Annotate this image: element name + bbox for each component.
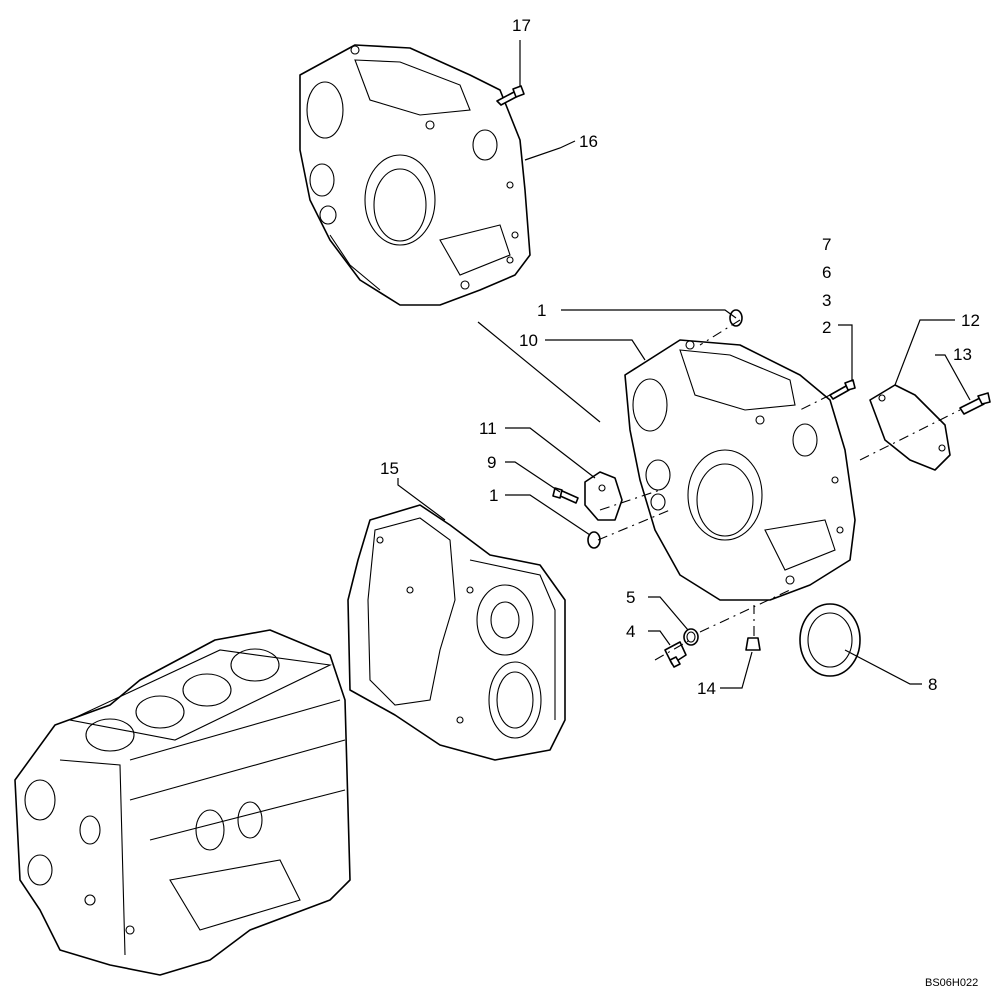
callout-8: 8 bbox=[928, 675, 937, 694]
part-11-cover bbox=[584, 471, 623, 521]
callout-labels: 17 16 7 6 3 2 12 13 1 10 11 9 1 15 5 4 1… bbox=[380, 16, 980, 989]
engine-block bbox=[14, 629, 351, 976]
callout-2: 2 bbox=[822, 318, 831, 337]
part-2-bolt bbox=[829, 379, 856, 400]
callout-3: 3 bbox=[822, 291, 831, 310]
part-9-bolt bbox=[552, 487, 579, 504]
leader-lines bbox=[397, 40, 971, 689]
callout-14: 14 bbox=[697, 679, 716, 698]
callout-17: 17 bbox=[512, 16, 531, 35]
callout-6: 6 bbox=[822, 263, 831, 282]
part-12-cover-plate bbox=[869, 384, 951, 471]
callout-5: 5 bbox=[626, 588, 635, 607]
callout-15: 15 bbox=[380, 459, 399, 478]
callout-11: 11 bbox=[479, 419, 497, 438]
part-15-timing-case bbox=[347, 504, 566, 761]
part-10-gear-housing bbox=[624, 339, 856, 601]
callout-1-upper: 1 bbox=[537, 301, 546, 320]
assembly-centerlines bbox=[477, 319, 961, 661]
part-13-bolt bbox=[959, 392, 991, 415]
part-8-seal bbox=[799, 603, 861, 677]
part-16-flywheel-housing bbox=[299, 44, 531, 306]
part-14-plug bbox=[745, 637, 761, 651]
part-17-bolt bbox=[496, 85, 525, 106]
callout-16: 16 bbox=[579, 132, 598, 151]
part-1-plug-lower bbox=[587, 531, 601, 549]
callout-10: 10 bbox=[519, 331, 538, 350]
callout-12: 12 bbox=[961, 311, 980, 330]
callout-1-lower: 1 bbox=[489, 486, 498, 505]
part-5-o-ring bbox=[683, 628, 699, 646]
part-4-plug bbox=[664, 641, 687, 668]
callout-4: 4 bbox=[626, 622, 635, 641]
callout-13: 13 bbox=[953, 345, 972, 364]
callout-7: 7 bbox=[822, 235, 831, 254]
callout-9: 9 bbox=[487, 453, 496, 472]
drawing-code: BS06H022 bbox=[925, 977, 978, 989]
